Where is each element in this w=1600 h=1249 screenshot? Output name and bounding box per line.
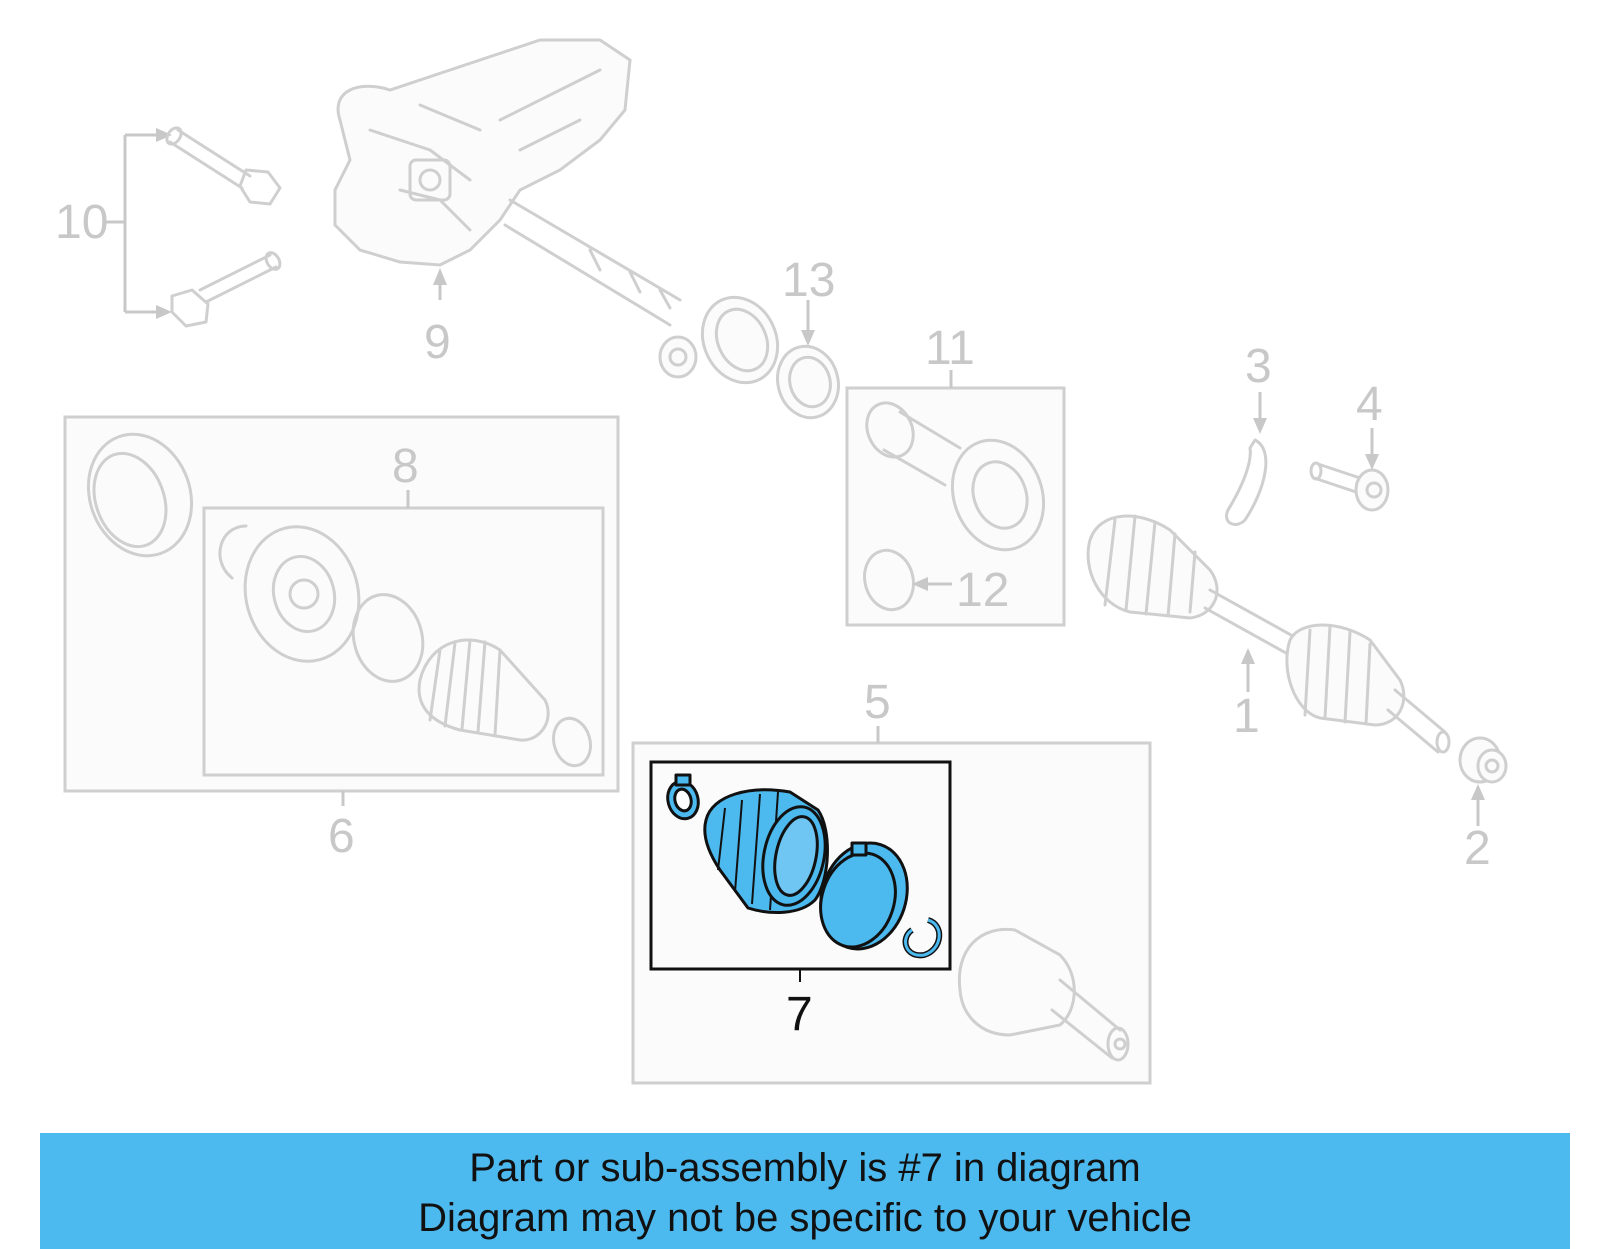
- callout-12: 12: [956, 564, 1009, 617]
- part-6-kit-box: [63, 415, 620, 806]
- callout-3: 3: [1245, 340, 1272, 393]
- info-banner: Part or sub-assembly is #7 in diagram Di…: [40, 1133, 1570, 1249]
- callout-6: 6: [328, 810, 355, 863]
- callout-1: 1: [1233, 690, 1260, 743]
- callout-2: 2: [1464, 822, 1491, 875]
- callout-11: 11: [925, 322, 975, 375]
- banner-line-1: Part or sub-assembly is #7 in diagram: [469, 1146, 1141, 1190]
- callout-5: 5: [864, 676, 891, 729]
- callout-8: 8: [392, 440, 419, 493]
- callout-13: 13: [782, 254, 835, 307]
- part-13-seal: [776, 300, 840, 420]
- callout-4: 4: [1356, 378, 1383, 431]
- callout-9: 9: [424, 316, 451, 369]
- part-11-flange-shaft: [845, 370, 1066, 627]
- part-5-joint-box: [631, 726, 1152, 1085]
- part-2-nut: [1458, 736, 1508, 826]
- part-10-bolts: [105, 126, 282, 328]
- banner-line-2: Diagram may not be specific to your vehi…: [418, 1196, 1192, 1240]
- part-4-bolt: [1309, 428, 1390, 512]
- callout-10: 10: [55, 196, 108, 249]
- part-9-differential: [333, 38, 780, 385]
- part-3-bracket: [1225, 392, 1268, 526]
- part-1-drive-shaft: [1086, 514, 1451, 754]
- callout-7: 7: [786, 988, 813, 1041]
- part-7-boot-kit: [649, 760, 952, 982]
